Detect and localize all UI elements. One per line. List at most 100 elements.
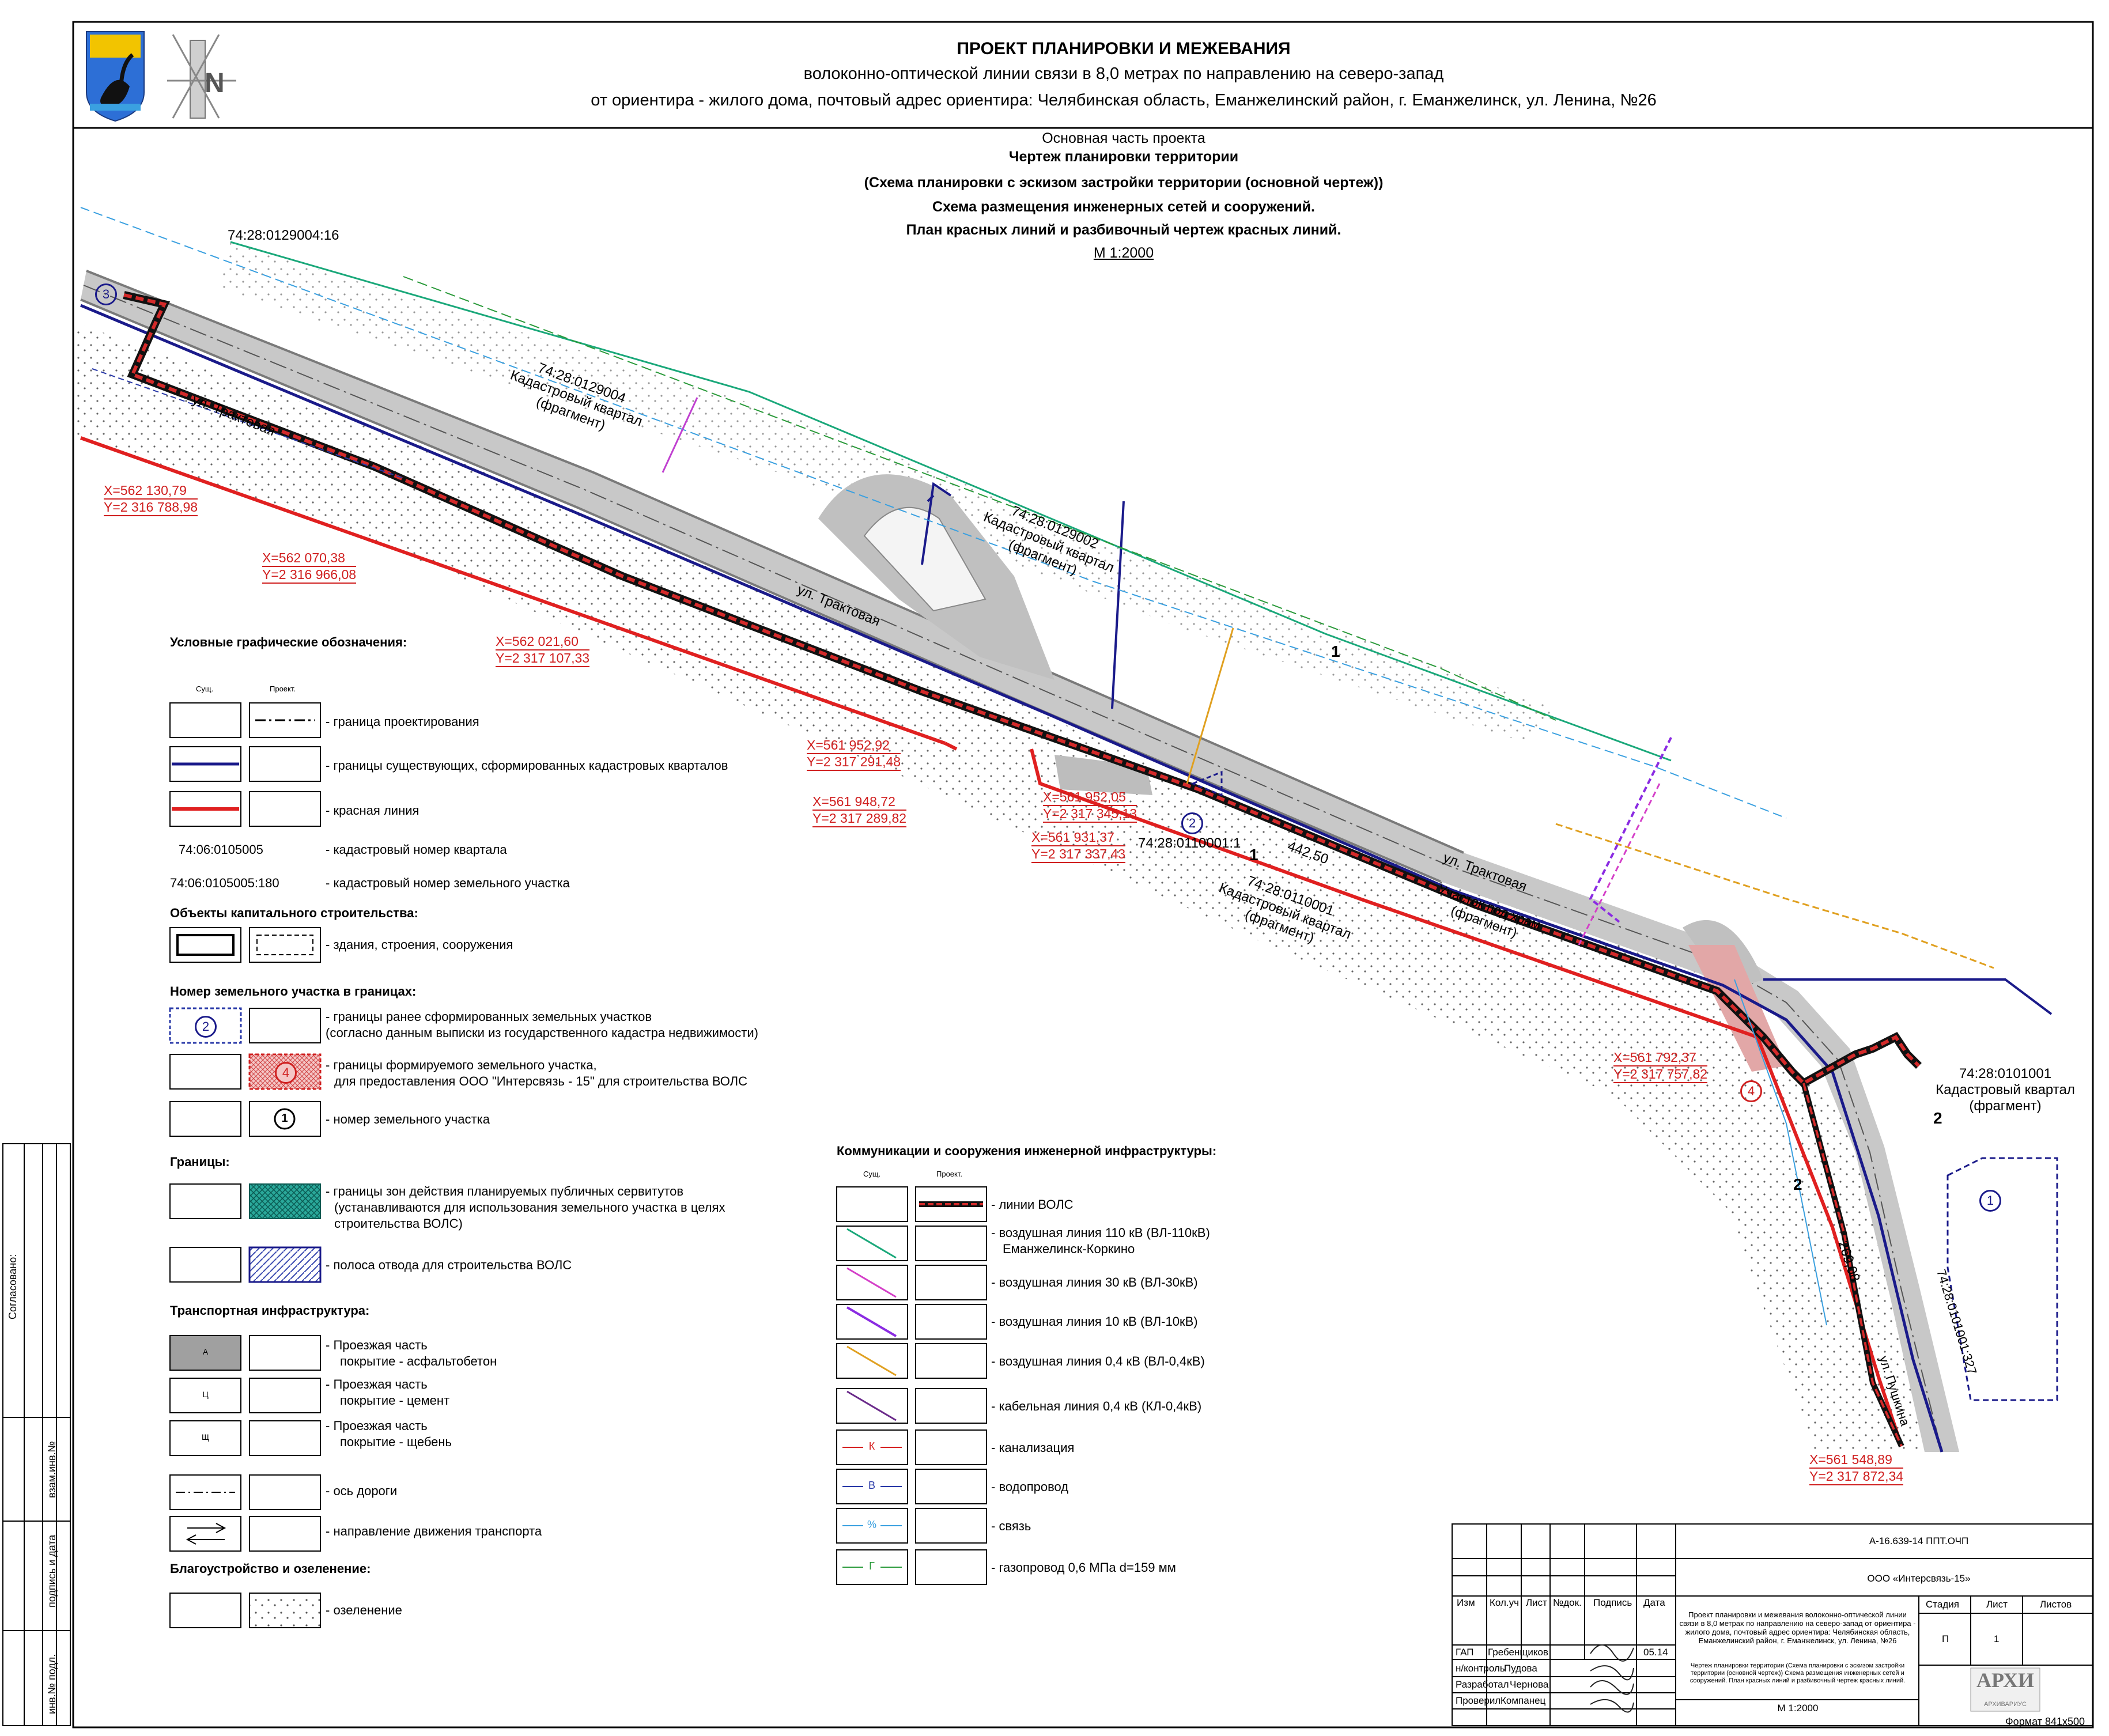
legend-col-project: Проект. <box>270 684 296 693</box>
stamp-sign-date: подпись и дата <box>46 1534 58 1608</box>
coordinate-y: Y=2 317 107,33 <box>496 650 590 665</box>
coordinate-x: X=561 952,92 <box>807 737 901 754</box>
legend-item: - номер земельного участка <box>326 1112 490 1126</box>
legend-item: - границы зон действия планируемых публи… <box>326 1184 684 1198</box>
stamp-agreed: Согласовано: <box>7 1254 18 1319</box>
legend2-col-project: Проект. <box>936 1170 962 1178</box>
legend-item: - озеленение <box>326 1603 402 1617</box>
legend2-symbols <box>836 1186 987 1585</box>
organization-name: ООО «Интерсвязь-15» <box>1867 1573 1971 1584</box>
gas-symbol: Г <box>863 1560 880 1572</box>
coordinate-x: X=561 948,72 <box>812 794 907 811</box>
legend-section: Транспортная инфраструктура: <box>170 1303 370 1318</box>
tower-north-logo: N <box>167 34 236 119</box>
legend-section: Номер земельного участка в границах: <box>170 984 417 999</box>
stage-header: Стадия <box>1926 1599 1959 1610</box>
legend2-title: Коммуникации и сооружения инженерной инф… <box>837 1144 1217 1158</box>
legend2-item: - связь <box>991 1519 1031 1533</box>
sheet-title-1: Чертеж планировки территории <box>1008 149 1239 165</box>
tb-role: ГАП <box>1456 1647 1474 1658</box>
tb-role: Разработал <box>1456 1679 1509 1690</box>
sheet-header: Лист <box>1986 1599 2008 1610</box>
legend-road-symbol: Щ <box>201 1432 210 1442</box>
legend-col-existing: Сущ. <box>196 684 214 693</box>
legend2-item: Еманжелинск-Коркино <box>1003 1242 1135 1256</box>
archive-logo <box>1970 1667 2040 1712</box>
quarter-fragment: (фрагмент) <box>1969 1098 2042 1114</box>
quarter-caption: Кадастровый квартал <box>1936 1082 2075 1098</box>
sheet-title-2: (Схема планировки с эскизом застройки те… <box>864 175 1384 191</box>
legend2-item: - воздушная линия 10 кВ (ВЛ-10кВ) <box>991 1314 1198 1329</box>
site-map <box>75 207 2058 1453</box>
coordinate-y: Y=2 317 757,82 <box>1613 1066 1708 1081</box>
stage-value: П <box>1942 1633 1949 1644</box>
tb-name: Чернова <box>1510 1679 1549 1690</box>
legend-title: Условные графические обозначения: <box>170 635 407 649</box>
legend-item: - кадастровый номер квартала <box>326 842 507 857</box>
legend-item: - Проезжая часть <box>326 1338 428 1352</box>
legend-item: строительства ВОЛС) <box>334 1216 463 1231</box>
legend-item: покрытие - щебень <box>340 1435 452 1449</box>
tb-name: Компанец <box>1501 1695 1546 1706</box>
legend-item: покрытие - цемент <box>340 1393 450 1408</box>
title-block-grid <box>1452 1523 2093 1726</box>
quarter-label-0101001: 74:28:0101001 Кадастровый квартал (фрагм… <box>1930 1066 2080 1114</box>
sheets-header: Листов <box>2040 1599 2072 1610</box>
tb-col-header: №док. <box>1553 1597 1582 1608</box>
coordinate-x: X=562 130,79 <box>104 483 198 500</box>
water-symbol: В <box>863 1480 880 1492</box>
legend-item: - кадастровый номер земельного участка <box>326 876 570 890</box>
plot-number-marker: 4 <box>1740 1080 1762 1102</box>
sheet-value: 1 <box>1994 1633 2000 1644</box>
section-marker: 2 <box>1933 1109 1942 1127</box>
legend-item: - Проезжая часть <box>326 1377 428 1391</box>
coordinate-y: Y=2 316 788,98 <box>104 500 198 515</box>
plot-number-marker: 3 <box>95 283 117 305</box>
legend2-item: - кабельная линия 0,4 кВ (КЛ-0,4кВ) <box>991 1399 1202 1413</box>
legend-item: - границы ранее сформированных земельных… <box>326 1009 652 1024</box>
legend-section: Благоустройство и озеленение: <box>170 1561 371 1576</box>
legend-plot-marker: 4 <box>275 1062 297 1084</box>
coordinate-x: X=561 931,37 <box>1031 830 1126 846</box>
legend-item: - границы существующих, сформированных к… <box>326 758 728 773</box>
sheet-scale: М 1:2000 <box>1093 245 1154 261</box>
section-marker: 1 <box>1331 642 1340 660</box>
tb-name: Пудова <box>1504 1663 1537 1674</box>
coordinate-y: Y=2 317 345,13 <box>1043 806 1137 821</box>
quarter-number: 74:28:0101001 <box>1959 1066 2052 1081</box>
legend-item: (согласно данным выписки из государствен… <box>326 1026 758 1040</box>
cadastral-number-label: 74:28:0129004:16 <box>228 228 339 243</box>
drawing-subtitle-line1: волоконно-оптической линии связи в 8,0 м… <box>803 65 1444 83</box>
drawing-name: Чертеж планировки территории (Схема план… <box>1690 1662 1906 1684</box>
coordinate-x: X=561 952,05 <box>1043 789 1137 806</box>
legend-item: - граница проектирования <box>326 714 479 729</box>
city-coat-of-arms-logo <box>86 31 145 122</box>
legend2-item: - воздушная линия 0,4 кВ (ВЛ-0,4кВ) <box>991 1354 1205 1368</box>
drawing-subtitle-line2: от ориентира - жилого дома, почтовый адр… <box>591 91 1657 109</box>
tb-role: н/контроль <box>1456 1663 1505 1674</box>
archive-logo-text: АРХИ <box>1976 1669 2035 1692</box>
coordinate-y: Y=2 317 291,48 <box>807 754 901 769</box>
legend-item: (устанавливаются для использования земел… <box>334 1200 725 1215</box>
document-code: А-16.639-14 ППТ.ОЧП <box>1869 1535 1969 1546</box>
tb-date: 05.14 <box>1643 1647 1668 1658</box>
legend-item: - границы формируемого земельного участк… <box>326 1058 597 1072</box>
coordinate-y: Y=2 316 966,08 <box>262 567 357 582</box>
coordinate-y: Y=2 317 872,34 <box>1809 1469 1904 1484</box>
project-description: Проект планировки и межевания волоконно-… <box>1679 1610 1916 1645</box>
stamp-replaced-inv: взам.инв.№ <box>46 1441 58 1498</box>
legend-item: - направление движения транспорта <box>326 1524 542 1538</box>
project-part: Основная часть проекта <box>1042 130 1205 146</box>
legend-item: покрытие - асфальтобетон <box>340 1354 497 1368</box>
drawing-title: ПРОЕКТ ПЛАНИРОВКИ И МЕЖЕВАНИЯ <box>957 39 1291 58</box>
coordinate-x: X=561 548,89 <box>1809 1452 1904 1469</box>
signatures <box>1590 1644 1634 1713</box>
